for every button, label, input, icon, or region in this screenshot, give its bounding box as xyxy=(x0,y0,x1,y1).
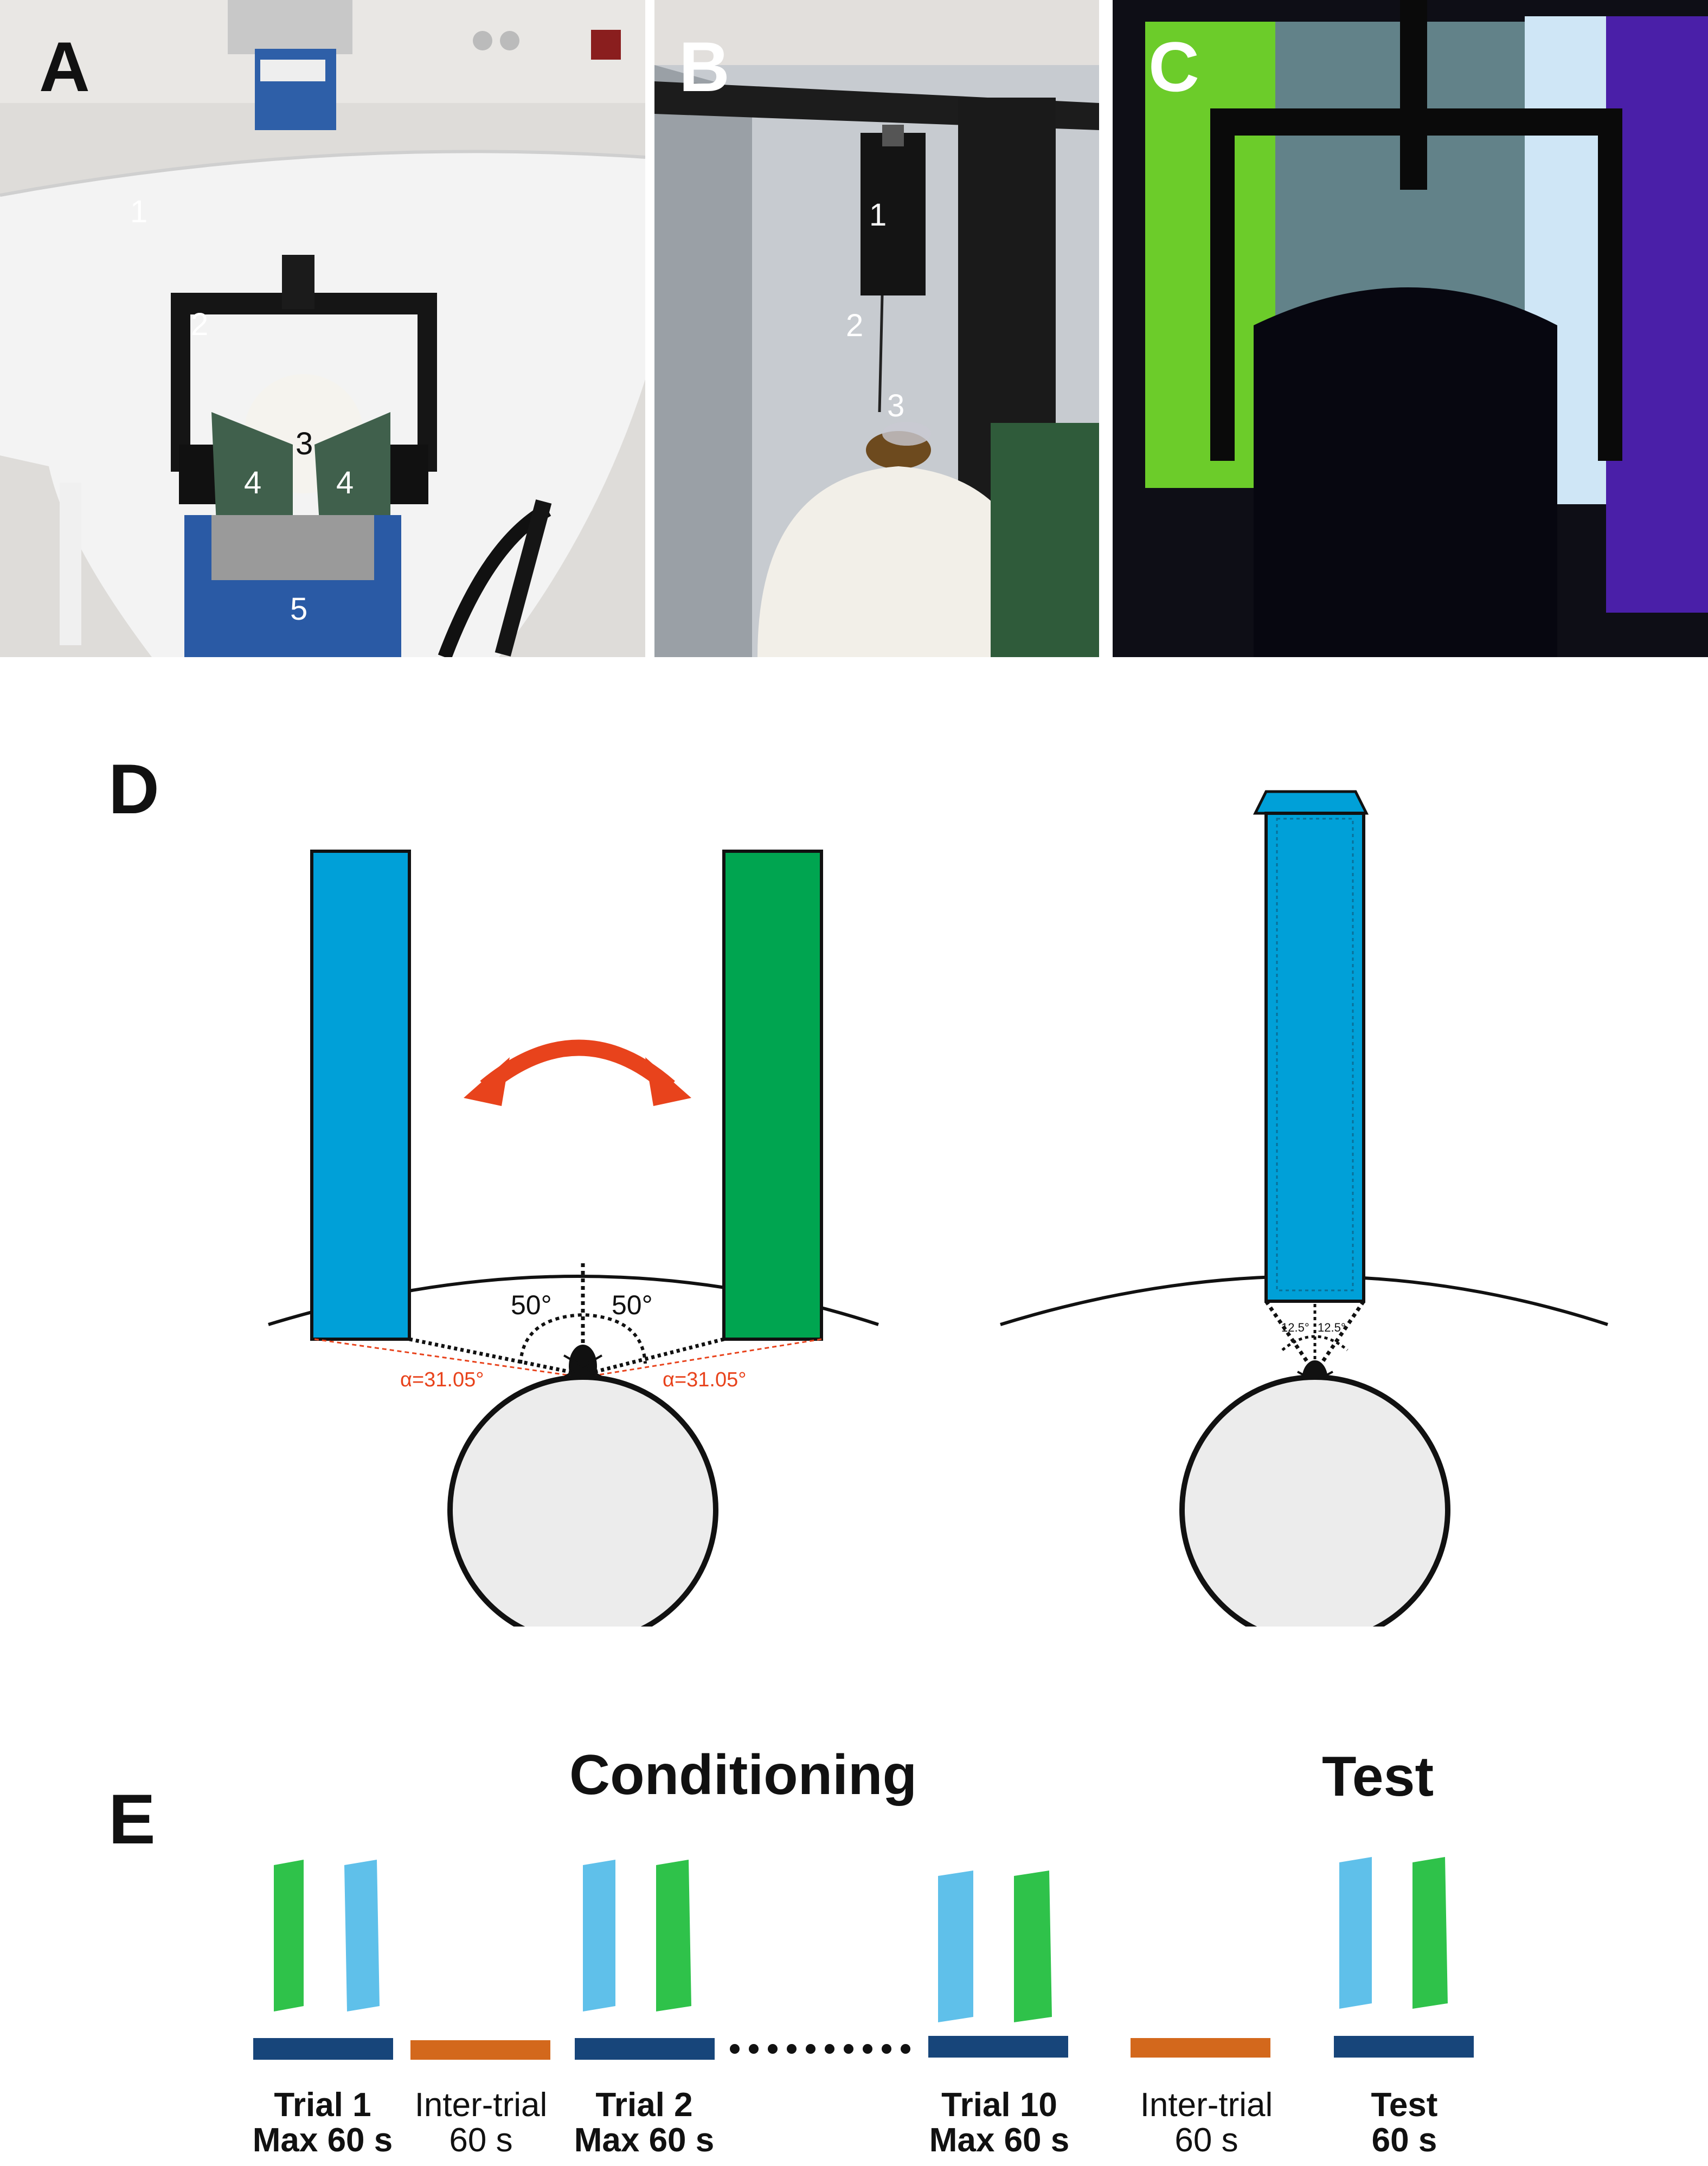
e-label-intertrial-2-sub: 60 s xyxy=(1174,2122,1238,2159)
e-label-trial2: Trial 2 Max 60 s xyxy=(563,2087,725,2158)
panel-a-drawing xyxy=(0,0,645,657)
d-left-sphere xyxy=(447,1374,718,1627)
panel-e-timeline xyxy=(253,1857,1474,2060)
d-right-angle-2: 12.5° xyxy=(1318,1321,1346,1334)
e-label-trial2-sub: Max 60 s xyxy=(574,2122,715,2159)
d-right-sphere xyxy=(1179,1374,1450,1627)
e-trial1-blue xyxy=(344,1860,380,2011)
e-bar-trial1 xyxy=(253,2038,393,2060)
d-arrow-head-right xyxy=(645,1057,691,1106)
panel-b-photo xyxy=(654,0,1099,657)
panel-a-letter: A xyxy=(39,27,90,106)
e-test-blue xyxy=(1339,1857,1372,2009)
panel-c-photo xyxy=(1113,0,1708,657)
e-label-intertrial-1-title: Inter-trial xyxy=(414,2086,548,2124)
d-alpha-right: α=31.05° xyxy=(663,1368,747,1391)
d-left-blue-stimulus xyxy=(310,850,411,1341)
panel-a-callout-2: 2 xyxy=(191,307,209,342)
e-bar-test xyxy=(1334,2036,1474,2058)
panel-e-letter: E xyxy=(108,1779,156,1859)
e-bar-intertrial-2 xyxy=(1131,2038,1270,2058)
e-bar-trial2 xyxy=(575,2038,715,2060)
e-label-trial2-title: Trial 2 xyxy=(595,2086,693,2124)
panel-d-schematic xyxy=(268,790,1608,1627)
d-alpha-left: α=31.05° xyxy=(400,1368,484,1391)
panel-b-callout-1: 1 xyxy=(869,197,887,233)
e-label-test: Test 60 s xyxy=(1323,2087,1486,2158)
d-alternation-arrow xyxy=(480,1039,675,1094)
e-label-test-title: Test xyxy=(1371,2086,1438,2124)
d-right-angle-1: 12.5° xyxy=(1281,1321,1309,1334)
e-label-trial1-title: Trial 1 xyxy=(274,2086,371,2124)
panel-a-photo xyxy=(0,0,645,657)
d-left-angle-1: 50° xyxy=(511,1290,552,1320)
panel-a-callout-5: 5 xyxy=(290,592,308,627)
panel-c-letter: C xyxy=(1148,27,1199,106)
d-left-angle-2: 50° xyxy=(612,1290,653,1320)
d-left-green-stimulus xyxy=(722,850,823,1341)
e-trial1-green xyxy=(274,1860,304,2011)
e-label-trial10-sub: Max 60 s xyxy=(929,2122,1070,2159)
e-test-green xyxy=(1412,1857,1448,2009)
e-label-intertrial-1-sub: 60 s xyxy=(449,2122,513,2159)
panel-a-callout-3: 3 xyxy=(296,426,313,461)
e-label-trial10-title: Trial 10 xyxy=(941,2086,1057,2124)
e-trial2-blue xyxy=(583,1860,615,2011)
e-label-test-sub: 60 s xyxy=(1371,2122,1437,2159)
e-trial2-green xyxy=(656,1860,691,2011)
d-right-stimulus-top xyxy=(1253,790,1369,815)
e-label-trial10: Trial 10 Max 60 s xyxy=(918,2087,1081,2158)
panel-d-letter: D xyxy=(108,749,159,828)
e-test-title: Test xyxy=(1322,1745,1434,1808)
d-right-blue-stimulus xyxy=(1264,812,1365,1303)
e-trial10-green xyxy=(1014,1871,1052,2022)
panel-a-callout-4-right: 4 xyxy=(336,465,354,500)
panel-b-drawing xyxy=(654,0,1099,657)
e-label-intertrial-1: Inter-trial 60 s xyxy=(400,2087,562,2158)
e-bar-intertrial-1 xyxy=(410,2040,550,2060)
e-bar-trial10 xyxy=(928,2036,1068,2058)
e-ellipsis-dots xyxy=(730,2044,910,2054)
e-trial10-blue xyxy=(938,1871,973,2022)
panel-a-callout-4-left: 4 xyxy=(244,465,262,500)
e-conditioning-title: Conditioning xyxy=(569,1744,917,1807)
d-arrow-head-left xyxy=(464,1057,510,1106)
panel-b-letter: B xyxy=(679,27,730,106)
e-label-intertrial-2: Inter-trial 60 s xyxy=(1125,2087,1288,2158)
panel-a-callout-1: 1 xyxy=(130,194,148,229)
e-label-intertrial-2-title: Inter-trial xyxy=(1140,2086,1273,2124)
panel-b-callout-3: 3 xyxy=(887,388,905,423)
panel-b-callout-2: 2 xyxy=(846,308,864,343)
panel-c-drawing xyxy=(1113,0,1708,657)
e-label-trial1: Trial 1 Max 60 s xyxy=(241,2087,404,2158)
e-label-trial1-sub: Max 60 s xyxy=(252,2122,393,2159)
